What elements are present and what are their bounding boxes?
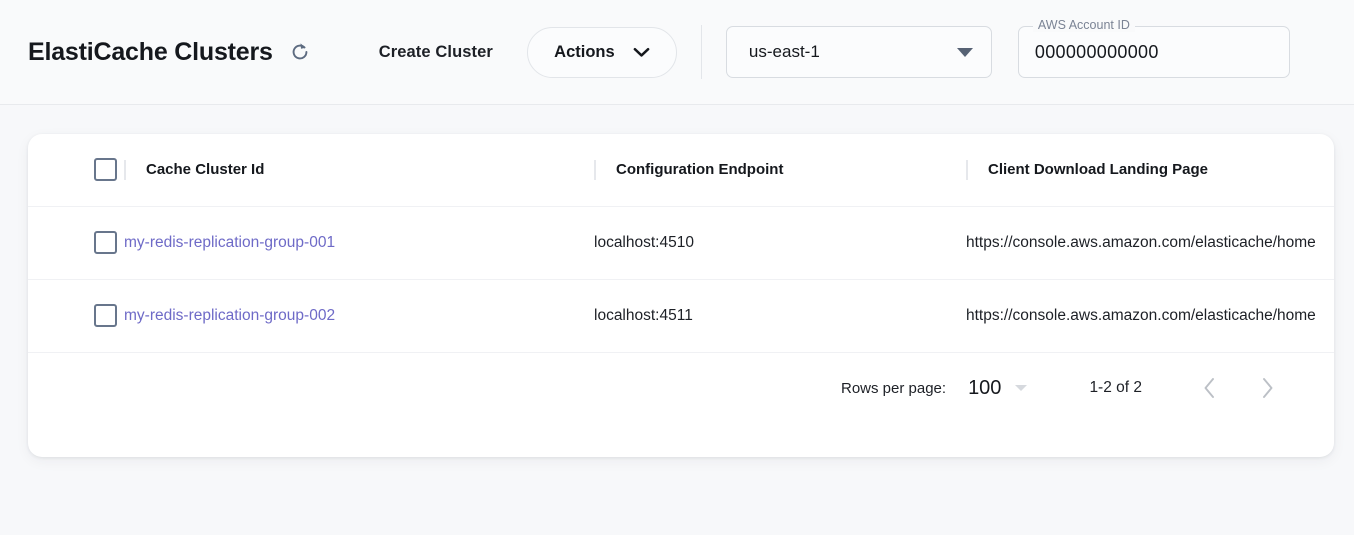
table-header: Cache Cluster Id Configuration Endpoint …: [28, 134, 1334, 206]
caret-down-icon: [1015, 385, 1028, 391]
pagination-range: 1-2 of 2: [1089, 379, 1142, 396]
cluster-id-link[interactable]: my-redis-replication-group-001: [124, 233, 336, 251]
landing-page-text: https://console.aws.amazon.com/elasticac…: [966, 306, 1316, 324]
table-row[interactable]: my-redis-replication-group-001 localhost…: [28, 206, 1334, 279]
page-header: ElastiCache Clusters Create Cluster Acti…: [0, 0, 1354, 105]
aws-account-id-value: 000000000000: [1034, 41, 1159, 62]
column-header-label: Client Download Landing Page: [988, 161, 1209, 179]
cell-endpoint: localhost:4511: [594, 279, 966, 352]
column-divider: [594, 159, 596, 180]
cell-landing-page: https://console.aws.amazon.com/elasticac…: [966, 279, 1334, 352]
table-header-row: Cache Cluster Id Configuration Endpoint …: [28, 134, 1334, 206]
clusters-card: Cache Cluster Id Configuration Endpoint …: [28, 134, 1334, 457]
caret-down-icon: [956, 47, 973, 57]
chevron-down-icon: [633, 47, 650, 57]
create-cluster-button[interactable]: Create Cluster: [378, 42, 493, 61]
region-select[interactable]: us-east-1: [725, 26, 992, 78]
cell-landing-page: https://console.aws.amazon.com/elasticac…: [966, 206, 1334, 279]
row-select-cell: [28, 279, 124, 352]
pagination-bar: Rows per page: 100 1-2 of 2: [28, 353, 1334, 424]
rows-per-page-label: Rows per page:: [841, 379, 947, 397]
refresh-icon: [292, 43, 308, 60]
column-header-label: Configuration Endpoint: [616, 161, 784, 179]
column-divider: [966, 159, 968, 180]
actions-button[interactable]: Actions: [526, 26, 677, 78]
column-header-cluster-id[interactable]: Cache Cluster Id: [124, 134, 594, 206]
row-checkbox[interactable]: [94, 231, 117, 254]
region-select-value: us-east-1: [748, 42, 820, 61]
endpoint-text: localhost:4510: [594, 233, 694, 251]
refresh-button[interactable]: [287, 39, 313, 65]
row-checkbox[interactable]: [94, 304, 117, 327]
aws-account-id-field[interactable]: AWS Account ID 000000000000: [1017, 18, 1290, 78]
row-select-cell: [28, 206, 124, 279]
select-all-checkbox[interactable]: [94, 158, 117, 182]
select-all-header: [28, 134, 124, 206]
rows-per-page-select[interactable]: 100: [968, 376, 1028, 400]
header-divider: [700, 25, 702, 79]
cluster-id-link[interactable]: my-redis-replication-group-002: [124, 306, 336, 324]
previous-page-button[interactable]: [1188, 367, 1230, 409]
page-title: ElastiCache Clusters: [28, 37, 273, 66]
cell-endpoint: localhost:4510: [594, 206, 966, 279]
endpoint-text: localhost:4511: [594, 306, 693, 324]
table-body: my-redis-replication-group-001 localhost…: [28, 206, 1334, 352]
column-header-landing-page[interactable]: Client Download Landing Page: [966, 134, 1334, 206]
aws-account-id-label: AWS Account ID: [1032, 18, 1135, 32]
landing-page-text: https://console.aws.amazon.com/elasticac…: [966, 233, 1316, 251]
rows-per-page-value: 100: [968, 376, 1002, 399]
chevron-right-icon: [1262, 378, 1272, 398]
next-page-button[interactable]: [1246, 367, 1288, 409]
clusters-table: Cache Cluster Id Configuration Endpoint …: [28, 134, 1334, 353]
column-header-endpoint[interactable]: Configuration Endpoint: [594, 134, 966, 206]
column-divider: [124, 159, 126, 180]
actions-button-label: Actions: [554, 42, 615, 61]
chevron-left-icon: [1204, 378, 1214, 398]
column-header-label: Cache Cluster Id: [146, 161, 265, 179]
cell-cluster-id: my-redis-replication-group-002: [124, 279, 594, 352]
table-row[interactable]: my-redis-replication-group-002 localhost…: [28, 279, 1334, 352]
cell-cluster-id: my-redis-replication-group-001: [124, 206, 594, 279]
